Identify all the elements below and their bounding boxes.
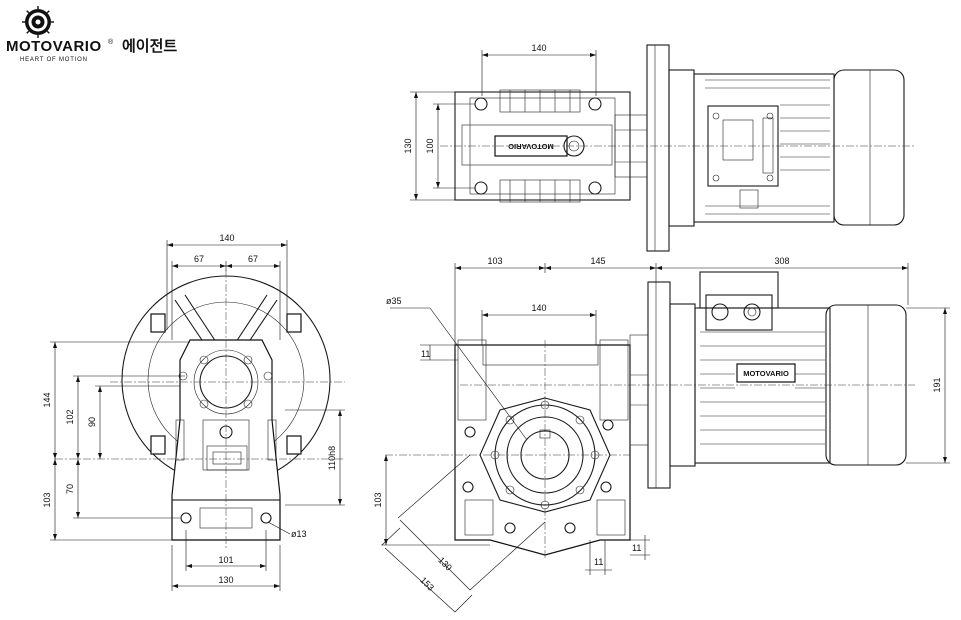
side-hole-dim: ø13 [291,529,307,539]
side-shaft-fit-dim: 110h8 [327,446,337,470]
top-nameplate-text: MOTOVARIO [508,142,554,151]
front-motor-height-dim: 191 [932,377,942,392]
front-offset-right-dim: 145 [590,256,605,266]
brand-block: MOTOVARIO ® HEART OF MOTION 에이전트 [6,6,177,63]
front-nameplate-text: MOTOVARIO [743,369,789,378]
front-offset-left-dim: 103 [487,256,502,266]
front-bore-dim: ø35 [386,296,402,306]
front-view: MOTOVARIO 103 145 308 ø35 140 [373,256,950,613]
top-cable-gland-icon [739,189,759,209]
side-h90-dim: 90 [87,417,97,427]
side-h102-dim: 102 [65,409,75,424]
top-view: MOTOVARIO 140 [403,43,915,252]
front-gap-top-dim: 11 [421,349,430,359]
front-cable-gland-left-icon [711,303,729,321]
front-gearbox-housing [454,344,631,556]
side-h70-dim: 70 [65,484,75,494]
motovario-emblem-icon [22,6,54,38]
front-gap-bottom-dim: 11 [594,557,603,567]
top-motor-body [693,73,835,223]
top-motor-flange [646,44,670,252]
front-motor-length-dim: 308 [774,256,789,266]
front-motor-body [694,307,831,464]
top-motor-fan-cover [833,69,905,226]
side-view: 140 67 67 144 102 90 [42,233,345,591]
front-flange-width-dim: 140 [531,303,546,313]
front-cable-gland-right-icon [743,303,761,321]
side-width-dim: 140 [219,233,234,243]
side-base-outer-dim: 130 [218,575,233,585]
agent-label: 에이전트 [122,38,177,55]
brand-logo-text: MOTOVARIO [6,38,102,55]
top-height-outer-dim: 130 [403,138,413,153]
front-gap-right-dim: 11 [632,543,641,553]
front-motor-nameplate [736,363,796,383]
brand-tagline: HEART OF MOTION [20,57,88,63]
top-width-dim: 140 [531,43,546,53]
side-half-right-dim: 67 [248,254,258,264]
side-h103-dim: 103 [42,492,52,507]
front-terminal-box [699,271,779,309]
front-diag-outer-dim: 153 [418,575,436,593]
front-diag-inner-dim: 130 [436,555,454,573]
top-height-inner-dim: 100 [425,138,435,153]
side-h144-dim: 144 [42,392,52,407]
front-h103-dim: 103 [373,492,383,507]
side-base-inner-dim: 101 [218,555,233,565]
side-half-left-dim: 67 [194,254,204,264]
registered-mark: ® [108,38,114,46]
